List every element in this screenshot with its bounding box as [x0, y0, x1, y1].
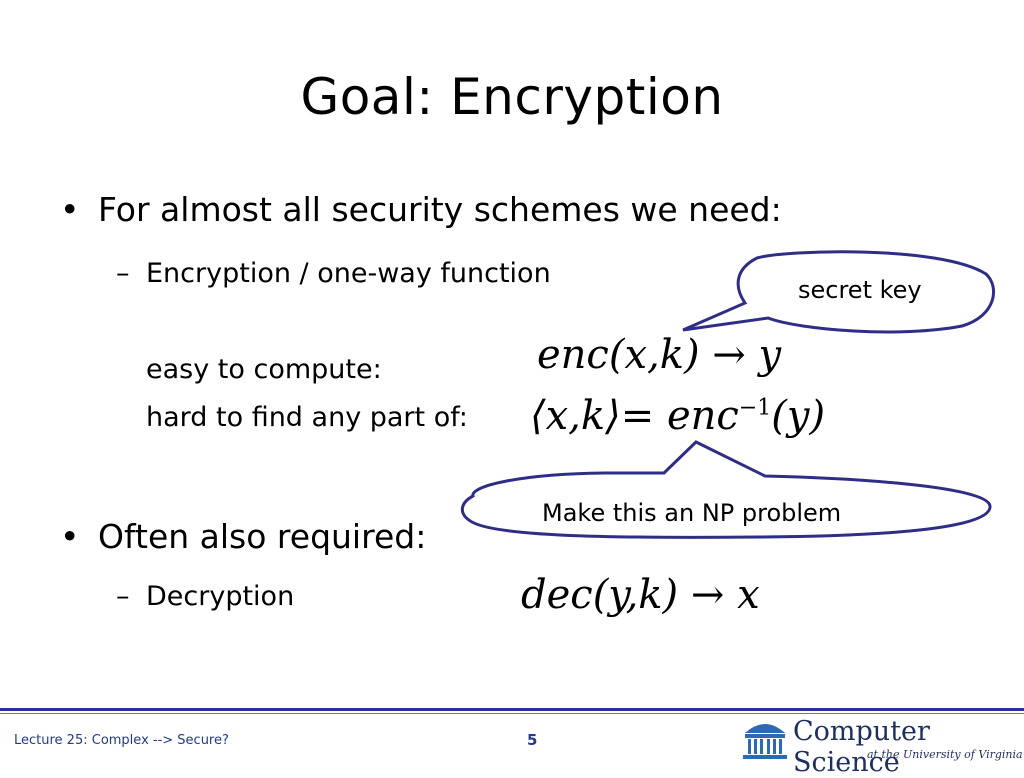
hard-line: hard to find any part of:: [146, 402, 468, 433]
subbullet-1: –Encryption / one-way function: [116, 256, 551, 292]
bullet-2: • Often also required:: [60, 515, 426, 559]
enc-result: → y: [712, 332, 782, 378]
inv-sup: −1: [738, 395, 772, 421]
enc-formula: enc(x,k) → y: [537, 332, 781, 378]
inv-pair: ⟨x,k⟩: [530, 393, 621, 439]
dec-result: → x: [690, 572, 760, 618]
dec-formula: dec(y,k) → x: [521, 572, 760, 618]
rotunda-logo-icon: [743, 724, 787, 759]
enc-name: enc: [537, 332, 609, 378]
sub-dash: –: [116, 258, 130, 289]
inverse-formula: ⟨x,k⟩= enc−1(y): [530, 393, 825, 439]
subbullet-1-text: Encryption / one-way function: [146, 258, 551, 289]
page-number: 5: [527, 731, 538, 749]
logo-title: Computer Science: [793, 716, 930, 778]
bullet-dot-2: •: [60, 517, 80, 556]
bullet-2-text: Often also required:: [98, 517, 427, 556]
inv-enc: = enc: [620, 393, 739, 439]
subbullet-2-text: Decryption: [146, 581, 295, 612]
bullet-dot: •: [60, 190, 80, 229]
bullet-1: • For almost all security schemes we need…: [60, 188, 782, 232]
np-callout-shape: [460, 440, 992, 539]
subbullet-2: –Decryption: [116, 579, 294, 615]
inv-arg: (y): [771, 393, 826, 439]
lecture-label: Lecture 25: Complex --> Secure?: [14, 733, 229, 748]
sub-dash-2: –: [116, 581, 130, 612]
slide-title: Goal: Encryption: [300, 68, 724, 126]
footer-rule: [0, 708, 1024, 711]
np-problem-label: Make this an NP problem: [542, 499, 842, 527]
logo-subtitle: at the University of Virginia: [867, 748, 1023, 761]
dec-args: (y,k): [592, 572, 679, 618]
easy-line: easy to compute:: [146, 354, 382, 385]
bullet-1-text: For almost all security schemes we need:: [98, 190, 782, 229]
footer-rule-thin: [0, 713, 1024, 714]
secret-key-callout-shape: [682, 250, 995, 334]
secret-key-label: secret key: [798, 276, 922, 304]
enc-args: (x,k): [608, 332, 700, 378]
dec-name: dec: [521, 572, 593, 618]
